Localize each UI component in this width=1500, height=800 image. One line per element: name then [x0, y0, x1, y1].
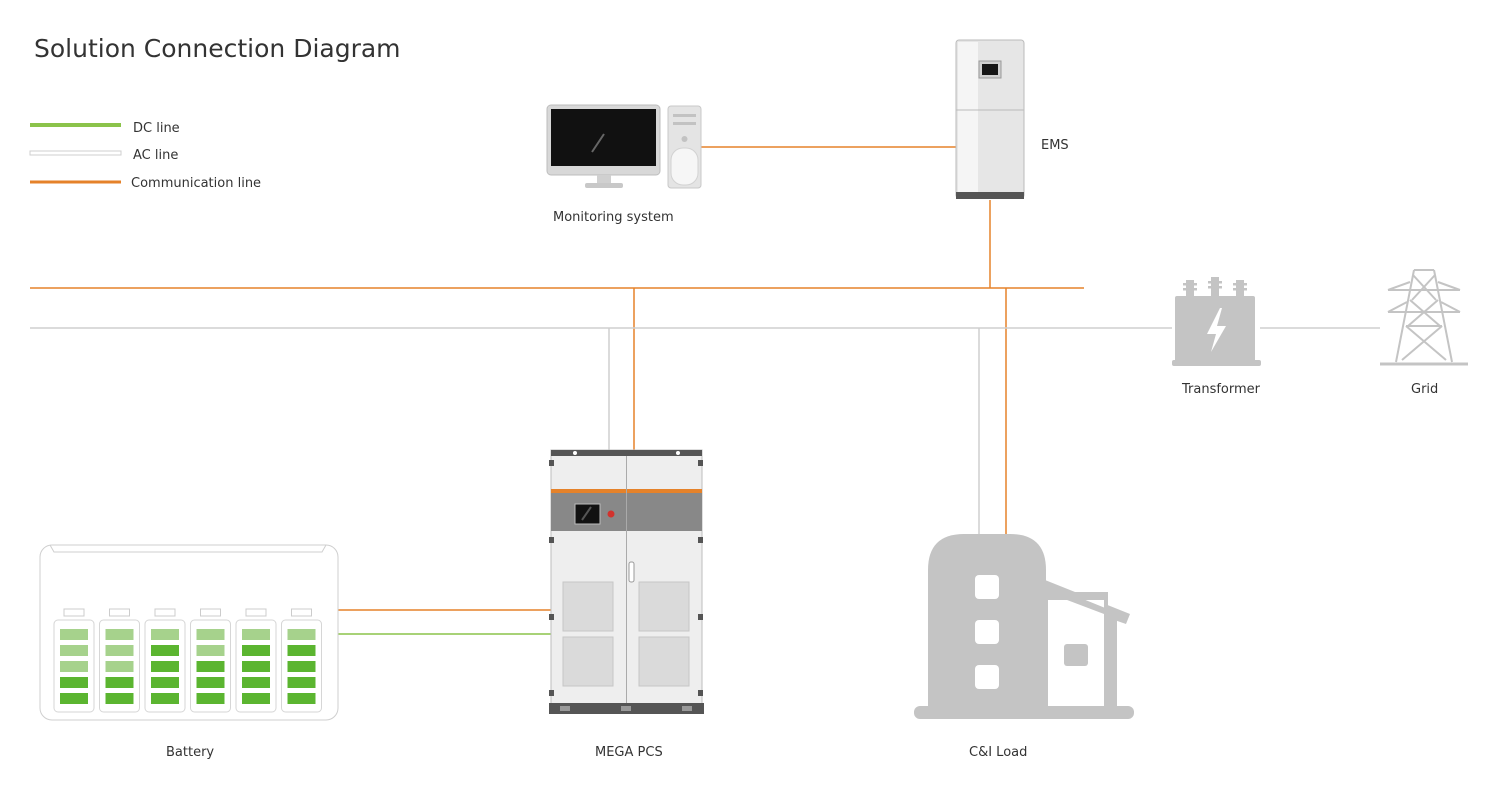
battery-cell: [105, 629, 134, 640]
battery-module-cap: [245, 608, 267, 617]
page-title: Solution Connection Diagram: [34, 34, 401, 63]
battery-module-cap: [109, 608, 130, 617]
battery-cell: [287, 693, 316, 704]
battery-cell: [60, 693, 88, 704]
battery-module-cap: [63, 608, 85, 617]
battery-label: Battery: [166, 745, 215, 760]
transformer-icon: [1172, 277, 1261, 366]
battery-cell: [242, 677, 270, 688]
battery-cell: [287, 677, 316, 688]
battery-cell: [287, 645, 316, 656]
battery-rack-icon: [39, 544, 339, 721]
communication-lines: [30, 146, 1084, 611]
battery-cell: [60, 645, 88, 656]
battery-cell: [287, 661, 316, 672]
battery-cell: [151, 693, 179, 704]
ci-load-label: C&I Load: [969, 745, 1028, 760]
legend-ac-label: AC line: [133, 148, 179, 163]
battery-cell: [196, 661, 225, 672]
battery-cell: [287, 629, 316, 640]
battery-cell: [242, 661, 270, 672]
mega-pcs-label: MEGA PCS: [595, 745, 663, 760]
battery-cell: [151, 629, 179, 640]
battery-cell: [151, 645, 179, 656]
battery-cell: [196, 645, 225, 656]
ac-lines: [30, 327, 1380, 536]
battery-cell: [60, 629, 88, 640]
battery-cell: [196, 629, 225, 640]
battery-cell: [105, 693, 134, 704]
grid-label: Grid: [1411, 382, 1439, 397]
battery-cell: [196, 677, 225, 688]
battery-cell: [242, 693, 270, 704]
ems-cabinet-icon: [955, 39, 1025, 199]
legend-dc-label: DC line: [133, 121, 180, 136]
ems-label: EMS: [1041, 138, 1069, 153]
battery-cell: [242, 629, 270, 640]
pcs-cabinet-icon: [549, 449, 704, 714]
transformer-label: Transformer: [1182, 382, 1261, 397]
battery-cell: [151, 661, 179, 672]
building-icon: [914, 534, 1134, 719]
transmission-tower-icon: [1380, 269, 1468, 366]
battery-module-cap: [291, 608, 312, 617]
battery-cell: [60, 677, 88, 688]
monitoring-system-label: Monitoring system: [553, 210, 674, 225]
legend-ac-swatch: [29, 150, 122, 156]
battery-module-cap: [200, 608, 221, 617]
battery-cell: [105, 645, 134, 656]
computer-icon: [546, 104, 702, 189]
battery-cell: [242, 645, 270, 656]
battery-cell: [105, 677, 134, 688]
battery-cell: [60, 661, 88, 672]
battery-modules: [53, 608, 322, 713]
battery-cell: [151, 677, 179, 688]
legend-comm-label: Communication line: [131, 176, 262, 191]
battery-module-cap: [154, 608, 176, 617]
battery-cell: [196, 693, 225, 704]
battery-cell: [105, 661, 134, 672]
